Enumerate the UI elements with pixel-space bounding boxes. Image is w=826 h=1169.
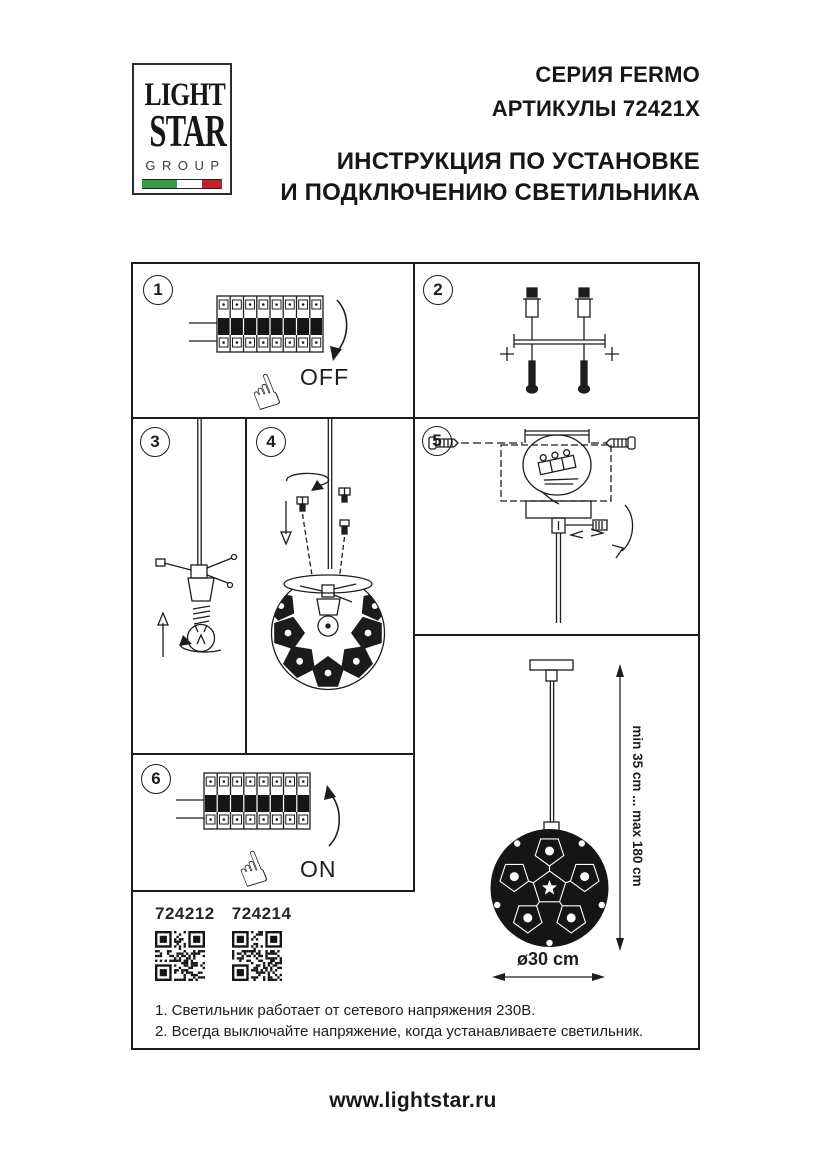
arrow-right-icon	[590, 528, 606, 537]
step-6-diagram-breaker-on: ☝	[176, 772, 341, 890]
header-instruction-block: ИНСТРУКЦИЯ ПО УСТАНОВКЕ И ПОДКЛЮЧЕНИЮ СВ…	[280, 146, 700, 208]
height-range-label: min 35 cm ... max 180 cm	[630, 725, 645, 886]
qr-code-724214	[231, 931, 282, 981]
article-column: 724212	[155, 904, 215, 981]
note-line-1: 1. Светильник работает от сетевого напря…	[155, 1002, 536, 1019]
diameter-label: ø30 cm	[517, 949, 579, 969]
screw-icon	[337, 487, 351, 590]
cord-line	[197, 417, 202, 565]
step-2-badge: 2	[423, 275, 453, 305]
divider-row1	[133, 417, 698, 419]
instruction-title-line1: ИНСТРУКЦИЯ ПО УСТАНОВКЕ	[336, 148, 700, 175]
divider-panel3-4	[245, 417, 247, 755]
circuit-breaker-drawing	[189, 295, 324, 353]
step-4-diagram-shade-assembly	[270, 417, 386, 691]
screw-icon	[523, 287, 541, 340]
step-2-diagram-mounting-hardware	[500, 287, 619, 394]
step-5-diagram-ceiling-mount	[428, 429, 636, 623]
divider-panel34-bottom	[133, 753, 415, 755]
website-url: www.lightstar.ru	[329, 1089, 497, 1112]
diagram-grid: 1 2 3 4 5 6 OFF ON ☝	[131, 262, 700, 1050]
divider-panel5-bottom	[413, 634, 698, 636]
arrow-down-icon	[335, 299, 348, 354]
detail-balloon	[522, 434, 592, 496]
wall-anchor-icon	[525, 344, 539, 394]
article-column: 724214	[231, 904, 292, 981]
pointing-hand-icon: ☝	[242, 362, 288, 417]
mounting-bracket-icon	[524, 429, 590, 443]
divider-main-vertical	[413, 264, 415, 892]
rod-line	[555, 533, 562, 623]
suspension-rod-line	[549, 681, 555, 822]
qr-code-724212	[155, 931, 205, 981]
arrow-down-head	[330, 346, 342, 361]
step-6-label-on: ON	[300, 856, 337, 882]
circuit-breaker-drawing	[176, 772, 311, 830]
lightstar-logo: LIGHT STAR GROUP	[132, 63, 232, 195]
step-1-badge: 1	[143, 275, 173, 305]
pointing-hand-icon: ☝	[229, 839, 275, 890]
screw-icon	[428, 436, 523, 450]
rotate-arrow-icon	[286, 472, 330, 487]
step-1-diagram-breaker-off: ☝	[189, 295, 348, 417]
logo-word-light: LIGHT	[144, 77, 226, 113]
rotate-arrow-icon	[621, 504, 634, 552]
step-1-label-off: OFF	[300, 364, 349, 390]
divider-panel6-bottom	[133, 890, 415, 892]
logo-word-group: GROUP	[145, 158, 226, 173]
arrow-up-icon	[157, 611, 169, 626]
cord-line	[327, 417, 333, 569]
screw-icon	[296, 496, 314, 583]
header-series-block: СЕРИЯ FERMO АРТИКУЛЫ 72421X	[492, 58, 700, 126]
article-number: 724214	[231, 904, 292, 923]
height-dimension-line	[616, 664, 624, 951]
arrow-left-icon	[568, 530, 584, 539]
wall-anchor-icon	[577, 344, 591, 394]
note-line-2: 2. Всегда выключайте напряжение, когда у…	[155, 1023, 644, 1040]
article-number: 724212	[155, 904, 215, 923]
series-title: СЕРИЯ FERMO	[535, 62, 700, 87]
article-qr-block: 724212 724214	[155, 904, 291, 981]
logo-word-star: STAR	[149, 106, 226, 156]
ceiling-plate-icon	[529, 659, 574, 671]
instruction-title-line2: И ПОДКЛЮЧЕНИЮ СВЕТИЛЬНИКА	[280, 179, 700, 206]
step-4-badge: 4	[256, 427, 286, 457]
step-3-badge: 3	[140, 427, 170, 457]
notes-list: 1. Светильник работает от сетевого напря…	[155, 1000, 685, 1042]
step-5-badge: 5	[422, 426, 452, 456]
articles-title: АРТИКУЛЫ 72421X	[491, 96, 700, 121]
screw-icon	[591, 436, 636, 450]
diameter-dimension-line	[492, 973, 605, 981]
set-screw-icon	[592, 519, 608, 531]
italian-flag-icon	[142, 179, 222, 189]
step-6-badge: 6	[141, 764, 171, 794]
screw-icon	[575, 287, 593, 340]
arrow-up-icon	[328, 792, 341, 847]
arrow-up-head	[324, 785, 336, 800]
light-bulb-icon	[186, 623, 216, 653]
bulb-thread-icon	[192, 605, 211, 625]
pendant-dimensions-diagram: min 35 cm ... max 180 cm ø30 cm	[490, 659, 645, 981]
arrow-down-icon	[280, 531, 292, 546]
step-3-diagram-bulb-install	[155, 417, 238, 657]
terminal-block-icon	[537, 449, 579, 485]
